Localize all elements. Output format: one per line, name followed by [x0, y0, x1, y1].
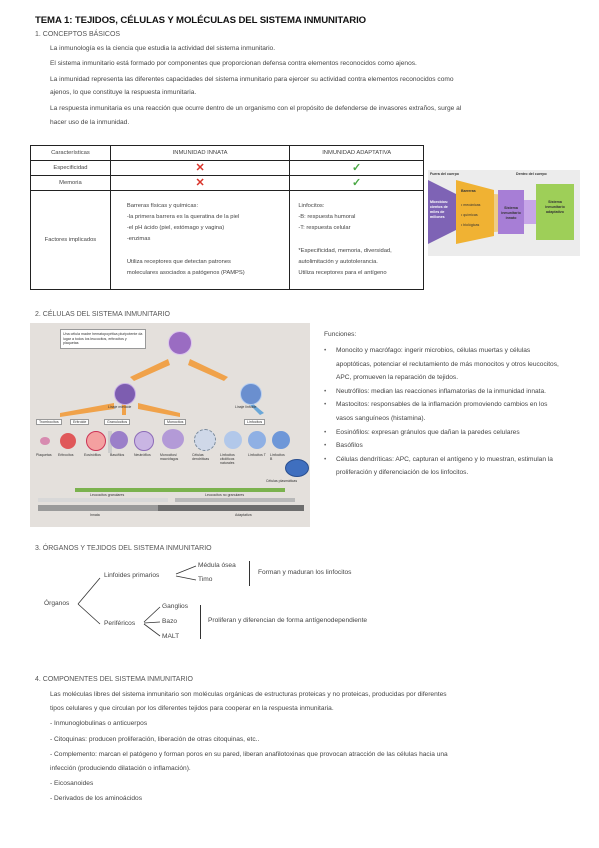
- lymphoid-progenitor-icon: [240, 383, 262, 405]
- tree-node: MALT: [162, 633, 180, 640]
- cross-icon: ✕: [195, 162, 205, 174]
- tree-node: Ganglios: [162, 603, 189, 610]
- erythrocyte-icon: [60, 433, 76, 449]
- list-item: - Inmunoglobulinas o anticuerpos: [50, 720, 148, 727]
- cell-label: Eosinófilos: [84, 453, 101, 457]
- bar-label: Innata: [90, 513, 100, 517]
- eosinophil-icon: [86, 431, 106, 451]
- nk-cell-icon: [224, 431, 242, 449]
- check-icon: ✓: [352, 177, 362, 189]
- group-label: Eritroide: [70, 419, 90, 425]
- list-item: Mastocitos: responsables de la inflamaci…: [320, 398, 565, 425]
- paragraph: Las moléculas libres del sistema inmunit…: [50, 691, 447, 698]
- table-row-label: Factores implicados: [30, 190, 111, 290]
- adaptive-factors: Linfocitos: -B: respuesta humoral -T: re…: [289, 190, 424, 290]
- b-cell-icon: [272, 431, 290, 449]
- dendritic-cell-icon: [194, 429, 216, 451]
- figure-label: Sistema inmunitario adaptativo: [545, 200, 565, 214]
- cross-icon: ✕: [195, 177, 205, 189]
- immune-flow-shapes: [428, 180, 574, 244]
- group-label: Trombocitos: [36, 419, 62, 425]
- list-item: - Eicosanoides: [50, 780, 94, 787]
- list-item: - Complemento: marcan el patógeno y form…: [50, 751, 448, 758]
- list-item: Células dendríticas: APC, capturan el an…: [320, 453, 565, 480]
- myeloid-progenitor-icon: [114, 383, 136, 405]
- list-item: Basófilos: [320, 439, 565, 453]
- t-cell-icon: [248, 431, 266, 449]
- cell-label: Eritrocitos: [58, 453, 74, 457]
- cell-label: Células plasmáticas: [266, 479, 298, 483]
- cell-label: Células dendríticas: [192, 453, 210, 461]
- functions-list: Monocito y macrófago: ingerir microbios,…: [320, 344, 565, 480]
- check-icon: ✓: [352, 162, 362, 174]
- cell-label: Basófilos: [110, 453, 125, 457]
- paragraph: La respuesta inmunitaria es una reacción…: [50, 105, 462, 112]
- figure-label: Barreras: [461, 189, 476, 193]
- figure-label: Sistema inmunitario innato: [501, 206, 521, 220]
- bar-label: Leucocitos granulares: [90, 493, 125, 497]
- bar-label: Leucocitos no granulares: [205, 493, 245, 497]
- tree-node-desc: Forman y maduran los linfocitos: [258, 569, 352, 576]
- group-label: Granulocitos: [104, 419, 131, 425]
- paragraph: La inmunología es la ciencia que estudia…: [50, 45, 276, 52]
- section-heading-4: 4. COMPONENTES DEL SISTEMA INMUNITARIO: [35, 676, 193, 683]
- neutrophil-icon: [134, 431, 154, 451]
- cell-label: Monocitos/ macrófagos: [160, 453, 179, 461]
- list-item: Neutrófilos: median las reacciones infla…: [320, 385, 565, 399]
- bar-label: Adaptativa: [235, 513, 252, 517]
- figure-label: • químicas: [461, 213, 478, 217]
- section-heading-2: 2. CÉLULAS DEL SISTEMA INMUNITARIO: [35, 311, 170, 318]
- figure-label: Microbios: cientos de miles de millones: [430, 200, 449, 219]
- figure-label: Fuera del cuerpo: [430, 172, 459, 176]
- paragraph: hacer uso de la inmunidad.: [50, 119, 130, 126]
- tree-node: Timo: [198, 576, 213, 583]
- group-label: Monocitos: [164, 419, 187, 425]
- tree-node: Bazo: [162, 618, 178, 625]
- list-item: Monocito y macrófago: ingerir microbios,…: [320, 344, 565, 385]
- page-title: TEMA 1: TEJIDOS, CÉLULAS Y MOLÉCULAS DEL…: [35, 15, 367, 26]
- hematopoiesis-figure: Una célula madre hematopoyética pluripot…: [30, 323, 310, 527]
- figure-label: Dentro del cuerpo: [516, 172, 547, 176]
- hematopoiesis-arrows: [38, 359, 304, 511]
- cell-label: Linfocitos T: [248, 453, 266, 457]
- paragraph: ajenos, lo que constituye la respuesta i…: [50, 89, 197, 96]
- cell-label: Linfocitos B: [270, 453, 285, 461]
- plasma-cell-icon: [285, 459, 309, 477]
- stem-cell-icon: [168, 331, 192, 355]
- tree-node: Linfoides primarios: [104, 572, 160, 579]
- paragraph: El sistema inmunitario está formado por …: [50, 60, 417, 67]
- list-item: infección (produciendo dilatación o infl…: [50, 765, 191, 772]
- tree-node: Periféricos: [104, 620, 136, 627]
- lineage-label: Linaje mieloide: [108, 405, 132, 409]
- immunity-comparison-table: Características INMUNIDAD INNATA INMUNID…: [30, 145, 424, 290]
- divider-line: [249, 561, 250, 586]
- platelet-icon: [40, 437, 50, 445]
- cell-label: Plaquetas: [36, 453, 52, 457]
- innate-factors: Barreras físicas y químicas: -la primera…: [109, 190, 291, 290]
- lineage-label: Linaje linfoide: [235, 405, 257, 409]
- cell-label: Linfocitos citolíticos naturales: [220, 453, 235, 465]
- list-item: Eosinófilos: expresan gránulos que dañan…: [320, 426, 565, 440]
- figure-label: • biológicas: [461, 223, 480, 227]
- paragraph: tipos celulares y que circulan por los d…: [50, 705, 334, 712]
- divider-line: [200, 605, 201, 639]
- list-item: - Derivados de los aminoácidos: [50, 795, 142, 802]
- functions-label: Funciones:: [324, 331, 357, 338]
- tree-node-desc: Proliferan y diferencian de forma antíge…: [208, 617, 368, 624]
- figure-note: Una célula madre hematopoyética pluripot…: [60, 329, 146, 349]
- figure-label: • mecánicas: [461, 203, 481, 207]
- tree-node: Órganos: [44, 600, 70, 607]
- immune-flow-figure: Fuera del cuerpo Dentro del cuerpo Micro…: [428, 170, 580, 256]
- section-heading-3: 3. ÓRGANOS Y TEJIDOS DEL SISTEMA INMUNIT…: [35, 545, 212, 552]
- group-label: Linfocitos: [244, 419, 266, 425]
- cell-label: Neutrófilos: [134, 453, 151, 457]
- section-heading-1: 1. CONCEPTOS BÁSICOS: [35, 31, 121, 38]
- basophil-icon: [110, 431, 128, 449]
- monocyte-icon: [162, 429, 184, 449]
- paragraph: La inmunidad representa las diferentes c…: [50, 76, 454, 83]
- tree-node: Médula ósea: [198, 562, 236, 569]
- list-item: - Citoquinas: producen proliferación, li…: [50, 736, 260, 743]
